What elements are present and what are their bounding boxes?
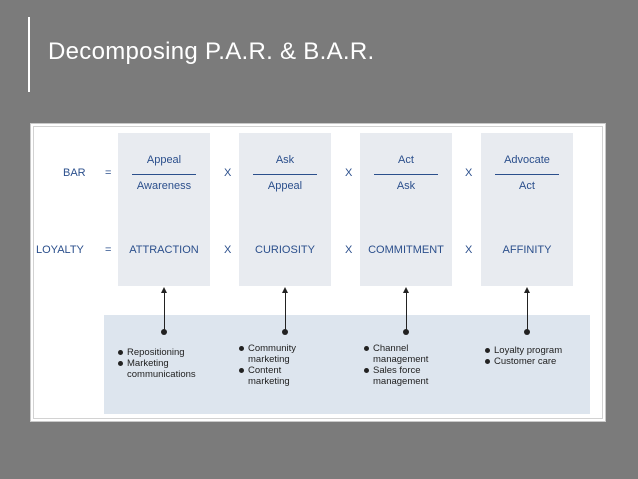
arrow-up-icon-4 (524, 287, 530, 293)
slide-title: Decomposing P.A.R. & B.A.R. (48, 38, 375, 65)
bar-equals: = (105, 167, 112, 179)
connector-line-1 (164, 291, 165, 331)
column-attraction (118, 133, 210, 286)
loyalty-term-attraction: ATTRACTION (129, 244, 199, 256)
fraction-2-line (253, 174, 317, 175)
column-commitment (360, 133, 452, 286)
column-affinity (481, 133, 573, 286)
connector-dot-3 (403, 329, 409, 335)
fraction-3-numerator: Act (398, 154, 414, 166)
lever-item: Customer care (485, 356, 562, 367)
diagram-panel: BAR = LOYALTY = Appeal Awareness Ask App… (30, 123, 606, 422)
levers-band (104, 315, 590, 414)
fraction-3-denominator: Ask (396, 180, 416, 192)
fraction-4-line (495, 174, 559, 175)
connector-line-3 (406, 291, 407, 331)
loyalty-times-1: X (224, 244, 232, 256)
loyalty-times-3: X (465, 244, 473, 256)
loyalty-times-2: X (345, 244, 353, 256)
connector-dot-1 (161, 329, 167, 335)
arrow-up-icon-1 (161, 287, 167, 293)
connector-dot-4 (524, 329, 530, 335)
bar-label: BAR (63, 167, 86, 179)
fraction-1-line (132, 174, 196, 175)
fraction-3-line (374, 174, 438, 175)
fraction-1-numerator: Appeal (146, 154, 182, 166)
fraction-4-numerator: Advocate (504, 154, 550, 166)
column-curiosity (239, 133, 331, 286)
arrow-up-icon-3 (403, 287, 409, 293)
title-accent-rule (28, 17, 30, 92)
connector-dot-2 (282, 329, 288, 335)
loyalty-term-curiosity: CURIOSITY (255, 244, 315, 256)
bar-times-1: X (224, 167, 232, 179)
panel-border (33, 126, 603, 419)
levers-list-affinity: Loyalty program Customer care (485, 345, 562, 367)
loyalty-equals: = (105, 244, 112, 256)
connector-line-4 (527, 291, 528, 331)
loyalty-term-commitment: COMMITMENT (368, 244, 444, 256)
connector-line-2 (285, 291, 286, 331)
lever-item: Loyalty program (485, 345, 562, 356)
lever-item: Repositioning (118, 347, 196, 358)
arrow-up-icon-2 (282, 287, 288, 293)
fraction-2-numerator: Ask (275, 154, 295, 166)
loyalty-label: LOYALTY (36, 244, 84, 256)
loyalty-term-affinity: AFFINITY (502, 244, 552, 256)
fraction-1-denominator: Awareness (136, 180, 192, 192)
fraction-2-denominator: Appeal (267, 180, 303, 192)
bar-times-3: X (465, 167, 473, 179)
fraction-4-denominator: Act (519, 180, 535, 192)
bar-times-2: X (345, 167, 353, 179)
